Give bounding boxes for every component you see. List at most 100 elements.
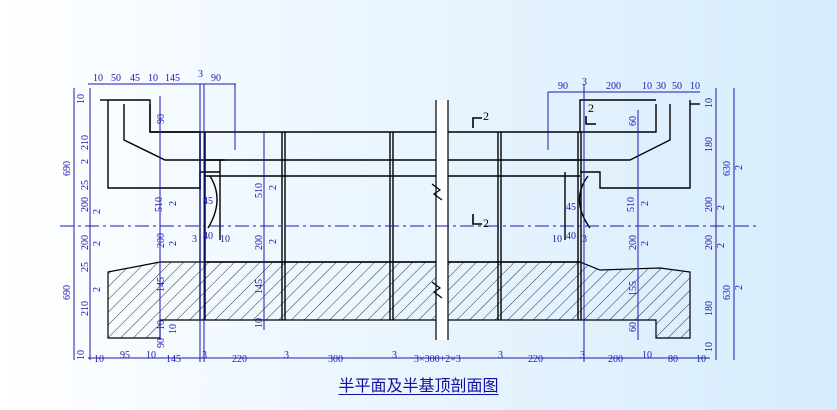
svg-text:3: 3 bbox=[202, 350, 207, 361]
svg-text:10: 10 bbox=[76, 94, 87, 104]
svg-text:10: 10 bbox=[168, 324, 179, 334]
svg-text:10: 10 bbox=[156, 320, 167, 330]
svg-text:200: 200 bbox=[156, 233, 167, 248]
svg-text:10: 10 bbox=[552, 234, 562, 245]
svg-text:10: 10 bbox=[93, 73, 103, 84]
svg-text:2: 2 bbox=[734, 285, 745, 290]
svg-text:3: 3 bbox=[198, 69, 203, 80]
svg-text:2: 2 bbox=[734, 165, 745, 170]
svg-text:145: 145 bbox=[166, 354, 181, 365]
svg-text:2: 2 bbox=[640, 201, 651, 206]
drawing-title: 半平面及半基顶剖面图 bbox=[338, 376, 499, 395]
svg-text:2: 2 bbox=[92, 287, 103, 292]
svg-text:3: 3 bbox=[392, 350, 397, 361]
svg-text:3: 3 bbox=[284, 350, 289, 361]
svg-text:25: 25 bbox=[80, 262, 91, 272]
svg-text:90: 90 bbox=[211, 73, 221, 84]
svg-text:10: 10 bbox=[704, 98, 715, 108]
svg-text:200: 200 bbox=[628, 235, 639, 250]
foundation-hatch bbox=[107, 261, 691, 339]
svg-text:50: 50 bbox=[111, 73, 121, 84]
svg-text:3: 3 bbox=[580, 350, 585, 361]
svg-text:3: 3 bbox=[498, 350, 503, 361]
svg-text:510: 510 bbox=[154, 197, 165, 212]
svg-text:3: 3 bbox=[582, 77, 587, 88]
svg-text:3×300+2×3: 3×300+2×3 bbox=[414, 354, 461, 365]
svg-text:180: 180 bbox=[704, 301, 715, 316]
svg-text:25: 25 bbox=[80, 180, 91, 190]
dims-left-inner: 90 510 2 45 3 40 10 200 2 145 10 90 10 bbox=[154, 114, 230, 348]
svg-text:630: 630 bbox=[722, 161, 733, 176]
svg-text:60: 60 bbox=[628, 116, 639, 126]
svg-text:145: 145 bbox=[254, 279, 265, 294]
svg-text:3: 3 bbox=[582, 234, 587, 245]
dims-top-left: 10 50 45 10 145 3 90 bbox=[93, 69, 221, 84]
svg-text:2: 2 bbox=[80, 159, 91, 164]
dims-bottom: 10 95 10 145 3 220 3 300 3 3×300+2×3 3 2… bbox=[94, 350, 706, 365]
svg-text:630: 630 bbox=[722, 285, 733, 300]
svg-text:90: 90 bbox=[156, 338, 167, 348]
dims-right-outer: 10 180 630 2 200 2 200 2 630 2 180 10 bbox=[704, 98, 745, 352]
svg-text:10: 10 bbox=[690, 81, 700, 92]
svg-text:10: 10 bbox=[704, 342, 715, 352]
dims-top-right: 90 3 200 10 30 50 10 bbox=[558, 77, 700, 92]
svg-text:145: 145 bbox=[165, 73, 180, 84]
svg-text:10: 10 bbox=[254, 318, 265, 328]
section-label: 2 bbox=[483, 216, 489, 230]
svg-text:200: 200 bbox=[80, 235, 91, 250]
svg-text:45: 45 bbox=[130, 73, 140, 84]
svg-text:45: 45 bbox=[566, 202, 576, 213]
svg-text:10: 10 bbox=[76, 350, 87, 360]
svg-text:40: 40 bbox=[203, 231, 213, 242]
svg-text:2: 2 bbox=[716, 243, 727, 248]
svg-text:145: 145 bbox=[156, 277, 167, 292]
svg-text:2: 2 bbox=[168, 241, 179, 246]
svg-text:90: 90 bbox=[558, 81, 568, 92]
svg-text:80: 80 bbox=[668, 354, 678, 365]
svg-text:510: 510 bbox=[254, 183, 265, 198]
svg-text:50: 50 bbox=[672, 81, 682, 92]
svg-text:210: 210 bbox=[80, 135, 91, 150]
svg-text:3: 3 bbox=[192, 234, 197, 245]
svg-text:2: 2 bbox=[168, 201, 179, 206]
svg-text:690: 690 bbox=[62, 285, 73, 300]
svg-text:200: 200 bbox=[254, 235, 265, 250]
svg-text:220: 220 bbox=[528, 354, 543, 365]
svg-text:200: 200 bbox=[704, 197, 715, 212]
svg-text:30: 30 bbox=[656, 81, 666, 92]
svg-text:45: 45 bbox=[203, 196, 213, 207]
dims-right-inner: 60 510 2 45 10 40 3 200 2 155 60 bbox=[552, 116, 651, 332]
svg-text:210: 210 bbox=[80, 301, 91, 316]
section-label: 2 bbox=[483, 109, 489, 123]
svg-text:510: 510 bbox=[626, 197, 637, 212]
svg-text:200: 200 bbox=[606, 81, 621, 92]
section-label: 2 bbox=[588, 101, 594, 115]
section-marker bbox=[472, 116, 596, 225]
svg-text:2: 2 bbox=[640, 241, 651, 246]
svg-text:40: 40 bbox=[566, 231, 576, 242]
svg-text:200: 200 bbox=[704, 235, 715, 250]
svg-text:60: 60 bbox=[628, 322, 639, 332]
break-line bbox=[431, 100, 449, 340]
svg-text:10: 10 bbox=[146, 350, 156, 361]
svg-text:155: 155 bbox=[628, 281, 639, 296]
svg-text:90: 90 bbox=[156, 114, 167, 124]
svg-text:10: 10 bbox=[94, 354, 104, 365]
dims-left-outer: 10 690 210 2 25 200 2 200 2 25 690 210 2… bbox=[62, 94, 103, 360]
svg-text:10: 10 bbox=[642, 81, 652, 92]
svg-text:220: 220 bbox=[232, 354, 247, 365]
svg-text:10: 10 bbox=[696, 354, 706, 365]
svg-text:690: 690 bbox=[62, 161, 73, 176]
svg-text:200: 200 bbox=[80, 197, 91, 212]
svg-text:10: 10 bbox=[642, 350, 652, 361]
svg-text:95: 95 bbox=[120, 350, 130, 361]
svg-text:10: 10 bbox=[148, 73, 158, 84]
svg-text:2: 2 bbox=[268, 185, 279, 190]
svg-text:10: 10 bbox=[220, 234, 230, 245]
svg-text:200: 200 bbox=[608, 354, 623, 365]
svg-text:2: 2 bbox=[268, 239, 279, 244]
svg-text:2: 2 bbox=[716, 205, 727, 210]
dimension-lines bbox=[73, 83, 735, 362]
svg-text:180: 180 bbox=[704, 137, 715, 152]
